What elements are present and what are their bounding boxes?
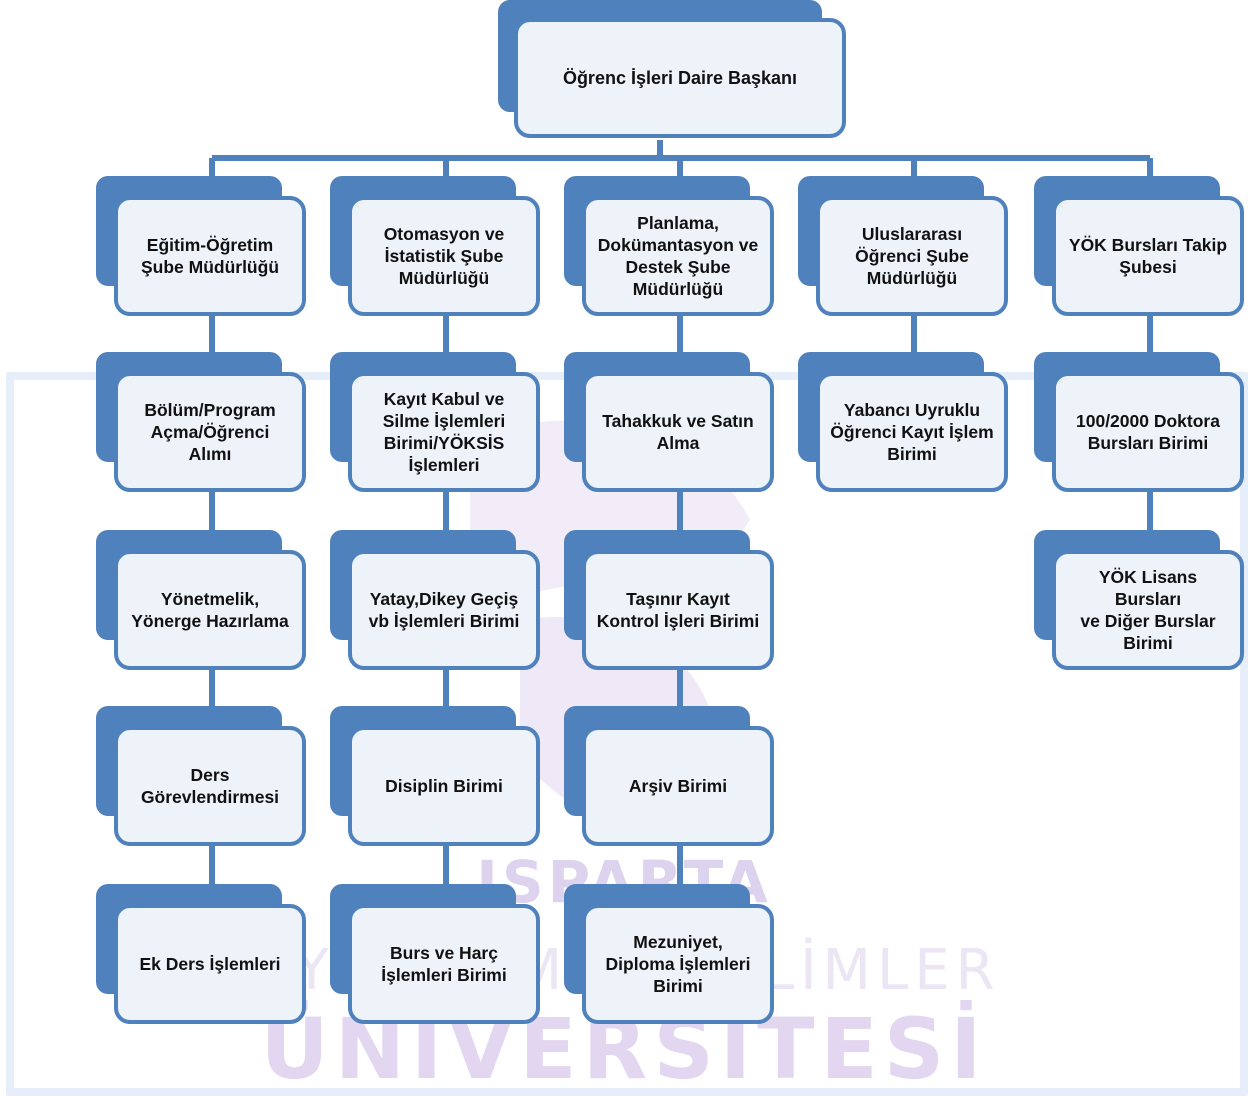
unit-node-label: Taşınır Kayıt Kontrol İşleri Birimi (596, 589, 760, 631)
unit-node-label: Arşiv Birimi (628, 776, 728, 796)
unit-node-label: Burs ve Harç İşlemleri Birimi (381, 943, 507, 985)
unit-node-3-4: Mezuniyet, Diploma İşlemleri Birimi (564, 884, 774, 1024)
unit-node-label: Tahakkuk ve Satın Alma (602, 411, 754, 453)
unit-node-label: Yönetmelik, Yönerge Hazırlama (131, 589, 289, 631)
unit-node-label: Disiplin Birimi (385, 776, 503, 796)
branch-node-label: Uluslararası Öğrenci Şube Müdürlüğü (855, 224, 969, 288)
head-node: Öğrenc İşleri Daire Başkanı (498, 0, 848, 140)
unit-node-label: Yatay,Dikey Geçiş vb İşlemleri Birimi (368, 589, 520, 631)
unit-node-2-4: Burs ve Harç İşlemleri Birimi (330, 884, 540, 1024)
branch-node-label: Planlama, Dokümantasyon ve Destek Şube M… (597, 213, 759, 299)
branch-node-label: YÖK Bursları Takip Şubesi (1068, 235, 1228, 277)
unit-node-label: Mezuniyet, Diploma İşlemleri Birimi (605, 932, 751, 996)
unit-node-label: Bölüm/Program Açma/Öğrenci Alımı (144, 400, 276, 464)
branch-node-4: Uluslararası Öğrenci Şube Müdürlüğü (798, 176, 1008, 316)
unit-node-3-2: Taşınır Kayıt Kontrol İşleri Birimi (564, 530, 774, 670)
head-node-label: Öğrenc İşleri Daire Başkanı (562, 68, 798, 88)
branch-node-1: Eğitim-Öğretim Şube Müdürlüğü (96, 176, 306, 316)
branch-node-3: Planlama, Dokümantasyon ve Destek Şube M… (564, 176, 774, 316)
branch-node-label: Eğitim-Öğretim Şube Müdürlüğü (140, 235, 280, 277)
branch-node-label: Otomasyon ve İstatistik Şube Müdürlüğü (383, 224, 505, 288)
unit-node-3-3: Arşiv Birimi (564, 706, 774, 846)
unit-node-1-3: Ders Görevlendirmesi (96, 706, 306, 846)
unit-node-label: Ek Ders İşlemleri (139, 954, 281, 974)
unit-node-2-2: Yatay,Dikey Geçiş vb İşlemleri Birimi (330, 530, 540, 670)
unit-node-1-1: Bölüm/Program Açma/Öğrenci Alımı (96, 352, 306, 492)
unit-node-1-4: Ek Ders İşlemleri (96, 884, 306, 1024)
unit-node-4-1: Yabancı Uyruklu Öğrenci Kayıt İşlem Biri… (798, 352, 1008, 492)
unit-node-3-1: Tahakkuk ve Satın Alma (564, 352, 774, 492)
unit-node-label: Kayıt Kabul ve Silme İşlemleri Birimi/YÖ… (382, 389, 506, 475)
branch-node-2: Otomasyon ve İstatistik Şube Müdürlüğü (330, 176, 540, 316)
unit-node-label: Ders Görevlendirmesi (140, 765, 280, 807)
unit-node-1-2: Yönetmelik, Yönerge Hazırlama (96, 530, 306, 670)
unit-node-label: YÖK Lisans Bursları ve Diğer Burslar Bir… (1080, 567, 1216, 653)
unit-node-5-2: YÖK Lisans Bursları ve Diğer Burslar Bir… (1034, 530, 1244, 670)
unit-node-2-3: Disiplin Birimi (330, 706, 540, 846)
unit-node-5-1: 100/2000 Doktora Bursları Birimi (1034, 352, 1244, 492)
branch-node-5: YÖK Bursları Takip Şubesi (1034, 176, 1244, 316)
unit-node-2-1: Kayıt Kabul ve Silme İşlemleri Birimi/YÖ… (330, 352, 540, 492)
unit-node-label: Yabancı Uyruklu Öğrenci Kayıt İşlem Biri… (830, 400, 994, 464)
unit-node-label: 100/2000 Doktora Bursları Birimi (1076, 411, 1220, 453)
